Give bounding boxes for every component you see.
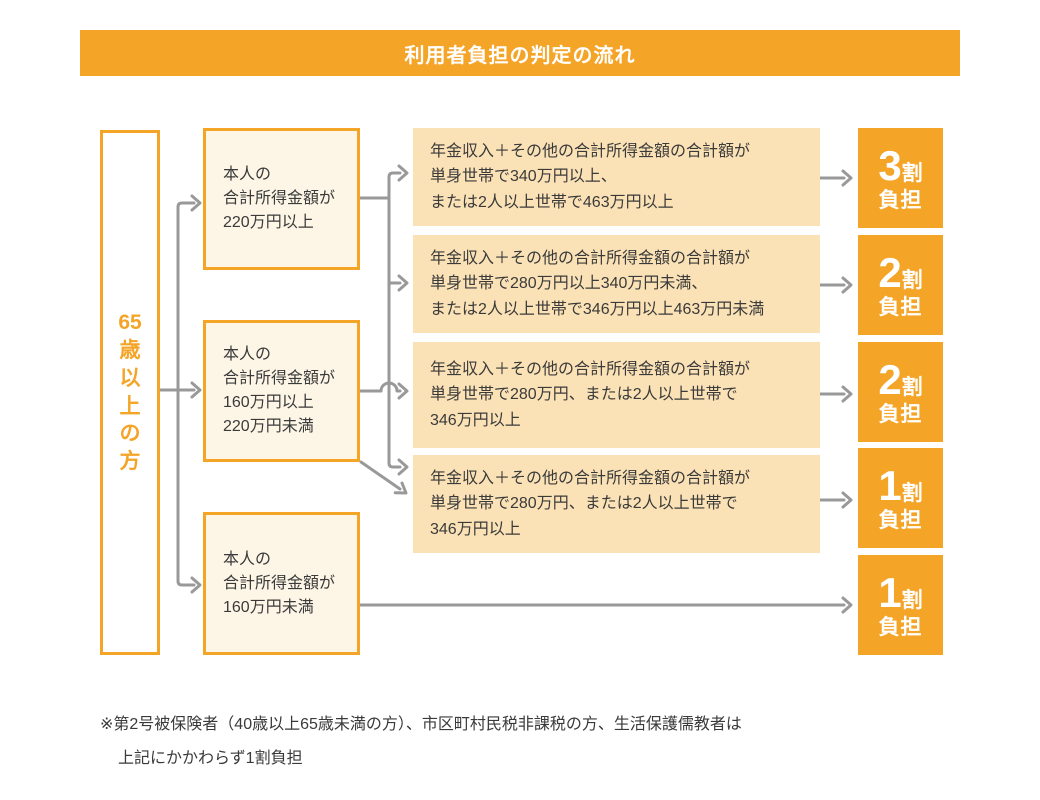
condition-line: 346万円以上	[430, 520, 521, 538]
result-box-2wari-a: 2 割 負担	[858, 235, 943, 335]
burden-rate-number: 1	[878, 462, 902, 509]
burden-rate-unit: 割	[901, 376, 923, 399]
result-box-2wari-b: 2 割 負担	[858, 342, 943, 442]
result-box-1wari-a: 1 割 負担	[858, 448, 943, 548]
income-box-line: 合計所得金額が	[223, 190, 336, 207]
condition-line: 年金収入＋その他の合計所得金額の合計額が	[430, 469, 751, 487]
income-box-line: 220万円以上	[223, 214, 314, 231]
income-box-line: 220万円未満	[223, 418, 314, 435]
condition-line: または2人以上世帯で346万円以上463万円未満	[430, 300, 765, 318]
burden-rate-number: 2	[878, 249, 902, 296]
condition-box-1: 年金収入＋その他の合計所得金額の合計額が 単身世帯で340万円以上、 または2人…	[413, 128, 820, 226]
burden-label: 負担	[878, 189, 923, 212]
footnote-line-2: 上記にかかわらず1割負担	[118, 750, 303, 768]
footnote: ※第2号被保険者（40歳以上65歳未満の方）、市区町村民税非課税の方、生活保護儒…	[100, 708, 920, 777]
burden-rate-unit: 割	[901, 482, 923, 505]
condition-line: 年金収入＋その他の合計所得金額の合計額が	[430, 142, 751, 160]
condition-line: 年金収入＋その他の合計所得金額の合計額が	[430, 360, 751, 378]
condition-box-4: 年金収入＋その他の合計所得金額の合計額が 単身世帯で280万円、または2人以上世…	[413, 455, 820, 553]
income-box-line: 本人の	[223, 166, 272, 183]
income-box-line: 160万円未満	[223, 598, 314, 616]
income-box-160-220: 本人の 合計所得金額が 160万円以上 220万円未満	[203, 320, 360, 462]
burden-rate-unit: 割	[901, 162, 923, 185]
burden-label: 負担	[878, 616, 923, 639]
footnote-line-1: ※第2号被保険者（40歳以上65歳未満の方）、市区町村民税非課税の方、生活保護儒…	[100, 716, 742, 733]
burden-rate-unit: 割	[901, 589, 923, 612]
condition-line: 年金収入＋その他の合計所得金額の合計額が	[430, 249, 751, 267]
condition-line: 346万円以上	[430, 411, 521, 429]
condition-line: 単身世帯で280万円以上340万円未満、	[430, 275, 708, 293]
income-box-220-over: 本人の 合計所得金額が 220万円以上	[203, 128, 360, 270]
income-box-160-under: 本人の 合計所得金額が 160万円未満	[203, 512, 360, 655]
condition-line: または2人以上世帯で463万円以上	[430, 193, 674, 211]
income-box-line: 本人の	[223, 346, 272, 363]
header-bar: 利用者負担の判定の流れ	[80, 30, 960, 76]
result-box-1wari-b: 1 割 負担	[858, 555, 943, 655]
burden-rate-number: 2	[878, 356, 902, 403]
result-box-3wari: 3 割 負担	[858, 128, 943, 228]
burden-rate-unit: 割	[901, 269, 923, 292]
burden-rate-number: 3	[878, 142, 902, 189]
condition-line: 単身世帯で340万円以上、	[430, 168, 617, 186]
income-box-line: 160万円以上	[223, 394, 314, 411]
income-box-line: 合計所得金額が	[223, 370, 336, 387]
burden-label: 負担	[878, 403, 923, 426]
condition-box-3: 年金収入＋その他の合計所得金額の合計額が 単身世帯で280万円、または2人以上世…	[413, 342, 820, 448]
page-title: 利用者負担の判定の流れ	[404, 44, 636, 67]
burden-rate-number: 1	[878, 569, 902, 616]
income-box-line: 合計所得金額が	[223, 574, 336, 592]
condition-box-2: 年金収入＋その他の合計所得金額の合計額が 単身世帯で280万円以上340万円未満…	[413, 235, 820, 333]
income-box-line: 本人の	[223, 550, 272, 568]
burden-label: 負担	[878, 509, 923, 532]
condition-line: 単身世帯で280万円、または2人以上世帯で	[430, 495, 738, 513]
condition-line: 単身世帯で280万円、または2人以上世帯で	[430, 386, 738, 404]
burden-label: 負担	[878, 296, 923, 319]
